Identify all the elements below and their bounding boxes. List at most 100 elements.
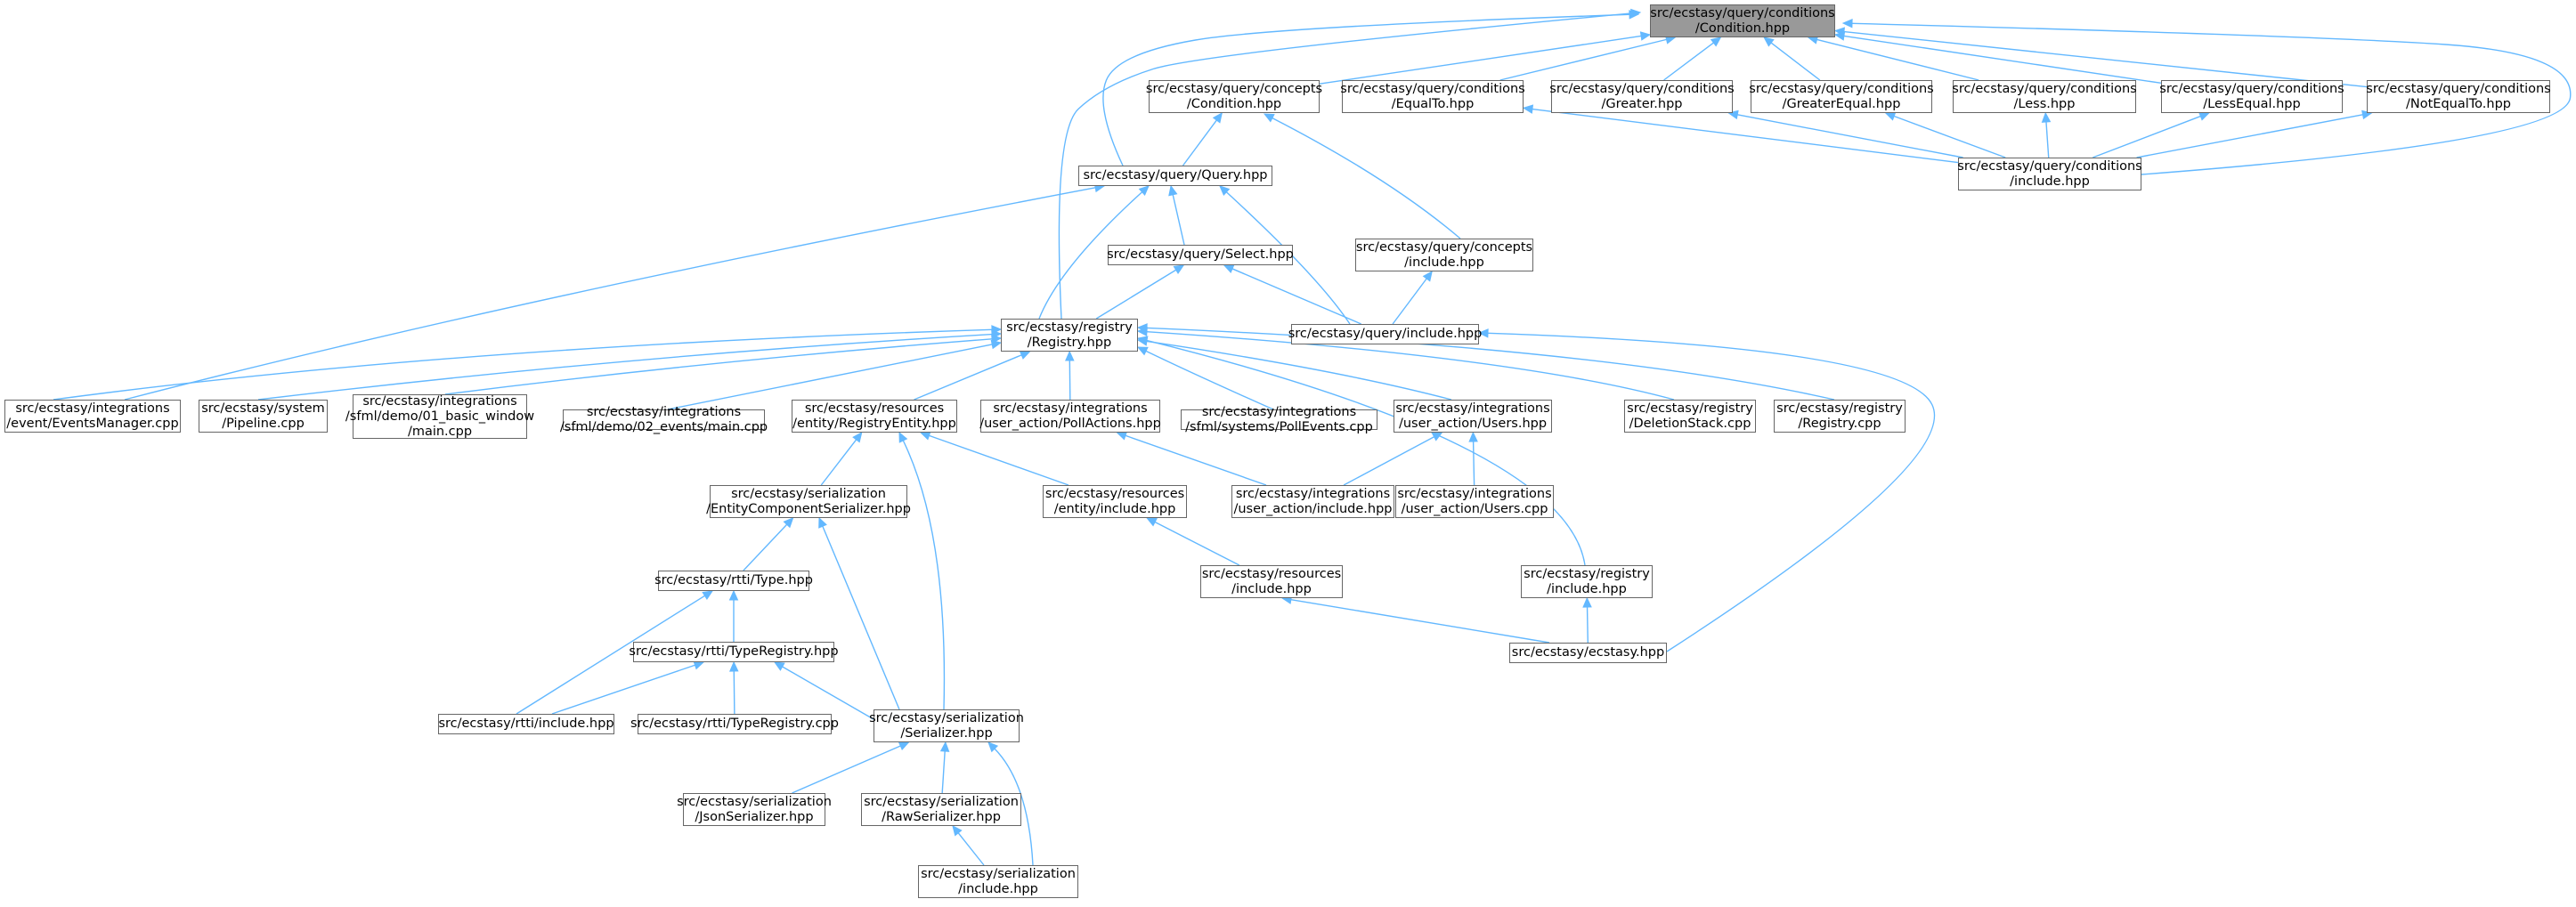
edge-arrowhead bbox=[990, 339, 1003, 350]
edge-pipeline-to-registry-hpp bbox=[257, 333, 993, 401]
node-label-line: src/ecstasy/registry bbox=[1627, 401, 1753, 416]
node-registry-include[interactable]: src/ecstasy/registry/include.hpp bbox=[1521, 565, 1653, 598]
node-label-line: /LessEqual.hpp bbox=[2203, 96, 2301, 111]
edge-arrowhead bbox=[1136, 323, 1148, 333]
node-concepts-condition[interactable]: src/ecstasy/query/concepts/Condition.hpp bbox=[1145, 80, 1323, 113]
edge-arrowhead bbox=[1219, 185, 1231, 196]
node-label-line: src/ecstasy/query/conditions bbox=[1749, 81, 1934, 96]
edge-ecstasy-hpp-to-resources-include bbox=[1290, 598, 1550, 644]
node-serializer-hpp[interactable]: src/ecstasy/serialization/Serializer.hpp bbox=[869, 709, 1024, 742]
node-greater-equal[interactable]: src/ecstasy/query/conditions/GreaterEqua… bbox=[1749, 80, 1934, 113]
node-label-line: /include.hpp bbox=[1547, 581, 1627, 596]
node-label-line: src/ecstasy/query/concepts bbox=[1355, 239, 1533, 255]
node-events-manager[interactable]: src/ecstasy/integrations/event/EventsMan… bbox=[4, 400, 181, 433]
edge-arrowhead bbox=[1173, 264, 1185, 274]
node-label-line: src/ecstasy/query/concepts bbox=[1145, 81, 1323, 96]
node-select[interactable]: src/ecstasy/query/Select.hpp bbox=[1107, 245, 1294, 265]
node-entity-component-serializer[interactable]: src/ecstasy/serialization/EntityComponen… bbox=[706, 485, 911, 518]
node-label-line: /Serializer.hpp bbox=[900, 725, 993, 741]
node-label-line: /RawSerializer.hpp bbox=[882, 809, 1001, 824]
node-ecstasy-hpp[interactable]: src/ecstasy/ecstasy.hpp bbox=[1509, 643, 1667, 663]
edge-serialization-include-to-raw-serializer bbox=[957, 832, 985, 866]
node-concepts-include[interactable]: src/ecstasy/query/concepts/include.hpp bbox=[1355, 239, 1533, 271]
node-type-registry-hpp[interactable]: src/ecstasy/rtti/TypeRegistry.hpp bbox=[629, 642, 839, 662]
node-entity-include[interactable]: src/ecstasy/resources/entity/include.hpp bbox=[1043, 485, 1187, 518]
edge-arrowhead bbox=[1263, 113, 1275, 123]
node-users-cpp[interactable]: src/ecstasy/integrations/user_action/Use… bbox=[1395, 485, 1554, 518]
edge-registry-hpp-to-select bbox=[1095, 269, 1177, 320]
node-label-line: /include.hpp bbox=[1404, 255, 1484, 270]
node-pipeline[interactable]: src/ecstasy/system/Pipeline.cpp bbox=[199, 400, 328, 433]
node-label-line: /Condition.hpp bbox=[1694, 20, 1791, 36]
node-label-line: /Pipeline.cpp bbox=[222, 416, 305, 431]
edge-deletion-stack-to-registry-hpp bbox=[1146, 330, 1675, 401]
edge-ecstasy-hpp-to-registry-include bbox=[1586, 606, 1589, 644]
node-less-equal[interactable]: src/ecstasy/query/conditions/LessEqual.h… bbox=[2159, 80, 2344, 113]
edge-arrowhead bbox=[818, 516, 827, 529]
node-deletion-stack[interactable]: src/ecstasy/registry/DeletionStack.cpp bbox=[1624, 400, 1756, 433]
node-label-line: src/ecstasy/rtti/TypeRegistry.hpp bbox=[629, 644, 839, 659]
node-users-hpp[interactable]: src/ecstasy/integrations/user_action/Use… bbox=[1394, 400, 1552, 433]
edge-arrowhead bbox=[1065, 350, 1075, 361]
node-events-main[interactable]: src/ecstasy/integrations/sfml/demo/02_ev… bbox=[560, 405, 768, 434]
node-raw-serializer[interactable]: src/ecstasy/serialization/RawSerializer.… bbox=[861, 793, 1021, 826]
edge-equal-to-to-condition-root bbox=[1499, 38, 1667, 81]
edge-poll-events-to-registry-hpp bbox=[1145, 350, 1274, 410]
node-label-line: src/ecstasy/query/include.hpp bbox=[1288, 327, 1483, 341]
node-serialization-include[interactable]: src/ecstasy/serialization/include.hpp bbox=[918, 865, 1078, 898]
node-query-include[interactable]: src/ecstasy/query/include.hpp bbox=[1288, 324, 1482, 344]
node-label-line: /sfml/systems/PollEvents.cpp bbox=[1185, 419, 1373, 434]
edge-conditions-include-to-less-equal bbox=[2092, 115, 2201, 158]
node-label-line: /NotEqualTo.hpp bbox=[2406, 96, 2511, 111]
edge-registry-cpp-to-registry-hpp bbox=[1146, 327, 1835, 401]
edge-arrowhead bbox=[1138, 185, 1150, 196]
node-type-hpp[interactable]: src/ecstasy/rtti/Type.hpp bbox=[654, 571, 813, 591]
node-registry-entity[interactable]: src/ecstasy/resources/entity/RegistryEnt… bbox=[792, 400, 957, 433]
edge-events-manager-to-registry-hpp bbox=[53, 328, 993, 401]
edge-query-to-condition-root bbox=[1102, 13, 1630, 166]
node-poll-events[interactable]: src/ecstasy/integrations/sfml/systems/Po… bbox=[1181, 405, 1377, 434]
node-user-action-include[interactable]: src/ecstasy/integrations/user_action/inc… bbox=[1231, 485, 1394, 518]
node-label-line: /user_action/Users.hpp bbox=[1398, 416, 1548, 431]
node-label-line: src/ecstasy/resources bbox=[1044, 486, 1185, 501]
edge-arrowhead bbox=[2198, 111, 2210, 121]
edge-arrowhead bbox=[898, 431, 908, 443]
edge-less-equal-to-condition-root bbox=[1843, 35, 2162, 85]
edge-entity-include-to-registry-entity bbox=[929, 434, 1069, 486]
node-label-line: src/ecstasy/query/Query.hpp bbox=[1083, 168, 1268, 182]
node-less[interactable]: src/ecstasy/query/conditions/Less.hpp bbox=[1952, 80, 2137, 113]
node-basic-window[interactable]: src/ecstasy/integrations/sfml/demo/01_ba… bbox=[345, 394, 534, 439]
node-poll-actions[interactable]: src/ecstasy/integrations/user_action/Pol… bbox=[979, 400, 1161, 433]
edge-registry-include-to-registry-hpp bbox=[1146, 339, 1586, 566]
node-resources-include[interactable]: src/ecstasy/resources/include.hpp bbox=[1200, 565, 1343, 598]
node-label-line: src/ecstasy/resources bbox=[804, 401, 945, 416]
edge-registry-entity-to-registry-hpp bbox=[914, 354, 1022, 401]
node-greater[interactable]: src/ecstasy/query/conditions/Greater.hpp bbox=[1549, 80, 1735, 113]
edge-arrowhead bbox=[1468, 431, 1478, 442]
node-label-line: src/ecstasy/registry bbox=[1776, 401, 1903, 416]
edge-arrowhead bbox=[1477, 328, 1489, 338]
edge-user-action-include-to-users-hpp bbox=[1343, 436, 1434, 486]
edge-arrowhead bbox=[919, 431, 931, 441]
node-label-line: src/ecstasy/rtti/include.hpp bbox=[438, 717, 614, 731]
node-registry-hpp[interactable]: src/ecstasy/registry/Registry.hpp bbox=[1001, 319, 1138, 352]
node-label-line: /event/EventsManager.cpp bbox=[6, 416, 179, 431]
node-json-serializer[interactable]: src/ecstasy/serialization/JsonSerializer… bbox=[677, 793, 832, 826]
node-label-line: /entity/include.hpp bbox=[1053, 501, 1176, 516]
node-query[interactable]: src/ecstasy/query/Query.hpp bbox=[1078, 166, 1272, 186]
node-conditions-include[interactable]: src/ecstasy/query/conditions/include.hpp bbox=[1957, 158, 2142, 190]
node-label-line: /EntityComponentSerializer.hpp bbox=[706, 501, 911, 516]
edge-less-to-condition-root bbox=[1816, 38, 1979, 81]
node-label-line: /EqualTo.hpp bbox=[1391, 96, 1475, 111]
node-registry-cpp[interactable]: src/ecstasy/registry/Registry.cpp bbox=[1774, 400, 1906, 433]
node-rtti-include[interactable]: src/ecstasy/rtti/include.hpp bbox=[438, 714, 614, 734]
node-label-line: /include.hpp bbox=[2010, 174, 2090, 189]
edge-conditions-include-to-equal-to bbox=[1532, 108, 1959, 164]
edge-arrowhead bbox=[702, 590, 714, 601]
node-equal-to[interactable]: src/ecstasy/query/conditions/EqualTo.hpp bbox=[1340, 80, 1525, 113]
edge-arrowhead bbox=[852, 432, 863, 443]
node-label-line: src/ecstasy/registry bbox=[1524, 566, 1650, 581]
node-not-equal-to[interactable]: src/ecstasy/query/conditions/NotEqualTo.… bbox=[2366, 80, 2551, 113]
edge-serializer-hpp-to-registry-entity bbox=[902, 440, 946, 710]
node-type-registry-cpp[interactable]: src/ecstasy/rtti/TypeRegistry.cpp bbox=[630, 714, 839, 734]
